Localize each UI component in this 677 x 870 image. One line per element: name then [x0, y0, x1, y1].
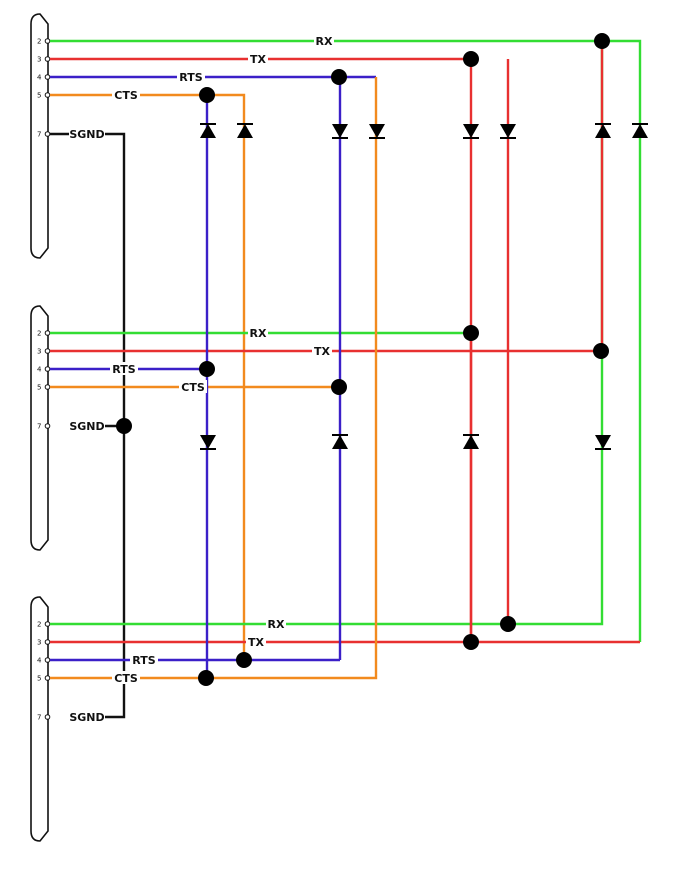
- label-rts-3-bg: [130, 653, 158, 666]
- diode-icon: [500, 124, 516, 138]
- diode-icon: [632, 124, 648, 138]
- label-rx-3-bg: [266, 617, 286, 630]
- label-cts-3-bg: [112, 671, 140, 684]
- pin-terminal: [44, 131, 51, 137]
- pin-terminal: [44, 384, 51, 390]
- label-sgnd-1-bg: [69, 127, 105, 140]
- label-sgnd-2-bg: [69, 419, 105, 432]
- diode-icon: [237, 124, 253, 138]
- label-rts-2-bg: [110, 362, 138, 375]
- pin-number: 2: [37, 38, 41, 46]
- pin-terminal: [44, 56, 51, 62]
- junction-dot: [331, 69, 347, 85]
- junction-dot: [199, 87, 215, 103]
- label-tx-3: TX: [248, 636, 265, 649]
- pin-number: 4: [37, 74, 42, 82]
- diode-icon: [369, 124, 385, 138]
- diode-icon: [200, 124, 216, 138]
- label-rx-1-bg: [314, 34, 334, 47]
- junction-dot: [463, 634, 479, 650]
- label-rts-2: RTS: [112, 363, 135, 376]
- pin-number: 3: [37, 348, 41, 356]
- label-tx-3-bg: [246, 635, 266, 648]
- diode-icon: [463, 124, 479, 138]
- diodes: [200, 123, 648, 450]
- junction-dot: [331, 379, 347, 395]
- junction-dot: [236, 652, 252, 668]
- pin-number: 2: [37, 621, 41, 629]
- wires: [50, 39, 642, 719]
- label-tx-1: TX: [250, 53, 267, 66]
- junction-dot: [594, 33, 610, 49]
- junction-dot: [463, 325, 479, 341]
- pin-terminal: [44, 714, 51, 720]
- pin-terminal: [44, 657, 51, 663]
- junction-dot: [116, 418, 132, 434]
- junction-dot: [199, 361, 215, 377]
- label-rx-1: RX: [316, 35, 333, 48]
- pin-terminal: [44, 38, 51, 44]
- pin-number: 3: [37, 56, 41, 64]
- pin-terminal: [44, 621, 51, 627]
- junction-dot: [593, 343, 609, 359]
- label-sgnd-3: SGND: [69, 711, 104, 724]
- label-cts-1-bg: [112, 88, 140, 101]
- label-cts-2: CTS: [181, 381, 205, 394]
- pin-number: 2: [37, 330, 41, 338]
- pin-terminal: [44, 423, 51, 429]
- pin-number: 7: [37, 714, 41, 722]
- diode-icon: [332, 435, 348, 449]
- label-tx-2: TX: [314, 345, 331, 358]
- pin-terminal: [44, 330, 51, 336]
- rx-wire-1: [50, 39, 642, 642]
- connector-3-shell: [30, 596, 49, 842]
- label-rx-2: RX: [250, 327, 267, 340]
- junction-dot: [500, 616, 516, 632]
- pin-terminal: [44, 675, 51, 681]
- label-cts-2-bg: [179, 380, 207, 393]
- label-rts-1: RTS: [179, 71, 202, 84]
- label-rx-3: RX: [268, 618, 285, 631]
- junction-dot: [463, 51, 479, 67]
- pin-number: 4: [37, 657, 42, 665]
- diode-icon: [332, 124, 348, 138]
- pin-terminal: [44, 92, 51, 98]
- cts-wire-3: [50, 77, 378, 680]
- pin-number: 4: [37, 366, 42, 374]
- label-rts-1-bg: [177, 70, 205, 83]
- pin-terminal: [44, 74, 51, 80]
- label-cts-3: CTS: [114, 672, 138, 685]
- label-tx-1-bg: [248, 52, 268, 65]
- label-tx-2-bg: [312, 344, 332, 357]
- label-cts-1: CTS: [114, 89, 138, 102]
- cts-wire-1: [50, 93, 246, 660]
- pin-terminal: [44, 348, 51, 354]
- label-rts-3: RTS: [132, 654, 155, 667]
- junction-dot: [198, 670, 214, 686]
- pin-number: 5: [37, 384, 41, 392]
- diode-icon: [463, 435, 479, 449]
- pin-number: 5: [37, 92, 41, 100]
- pin-terminal: [44, 366, 51, 372]
- label-rx-2-bg: [248, 326, 268, 339]
- label-sgnd-1: SGND: [69, 128, 104, 141]
- diode-icon: [595, 124, 611, 138]
- diode-icon: [595, 435, 611, 449]
- junctions: [116, 33, 610, 686]
- pin-number: 7: [37, 423, 41, 431]
- connectors: 2 3 4 5 7 2 3 4 5 7 2 3 4 5 7: [30, 13, 51, 842]
- wire-labels: RXTXRTSCTSSGNDRXTXRTSCTSSGNDRXTXRTSCTSSG…: [69, 34, 334, 724]
- connector-1-shell: [30, 13, 49, 259]
- pin-terminal: [44, 639, 51, 645]
- diode-icon: [200, 435, 216, 449]
- connector-2-shell: [30, 305, 49, 551]
- pin-number: 7: [37, 131, 41, 139]
- label-sgnd-2: SGND: [69, 420, 104, 433]
- pin-number: 3: [37, 639, 41, 647]
- label-sgnd-3-bg: [69, 710, 105, 723]
- pin-number: 5: [37, 675, 41, 683]
